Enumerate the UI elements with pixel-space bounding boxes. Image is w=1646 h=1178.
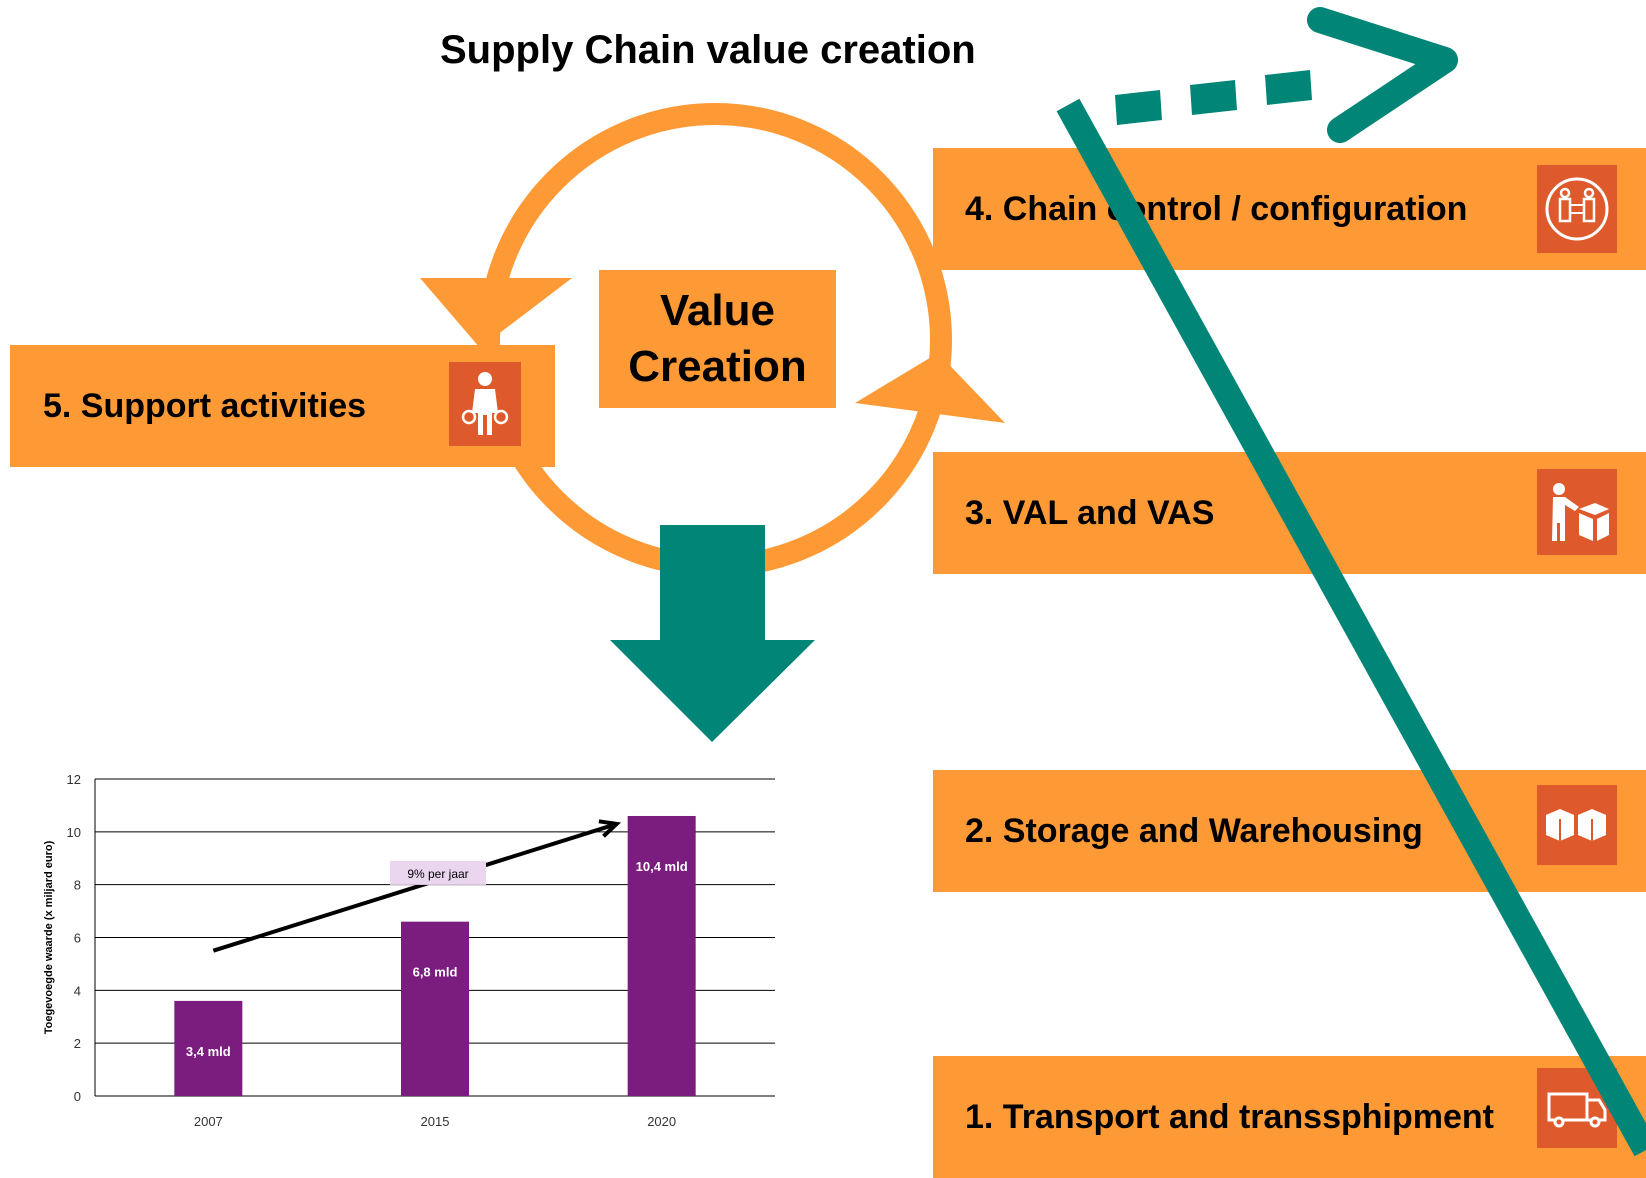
- bar-data-label: 3,4 mld: [186, 1044, 231, 1059]
- diagonal-line: [1056, 98, 1646, 1157]
- dashed-arrow-head: [1307, 7, 1458, 143]
- y-tick-label: 10: [67, 825, 81, 840]
- boxes-icon: [1537, 785, 1617, 865]
- value-creation-line2: Creation: [628, 342, 807, 391]
- dashed-arrow: [1115, 70, 1312, 125]
- y-tick-label: 2: [74, 1036, 81, 1051]
- trend-arrow-head: [598, 819, 622, 838]
- x-tick-label: 2020: [647, 1114, 676, 1129]
- annotation-label: 9% per jaar: [407, 867, 468, 881]
- cycle-arrowhead-right: [855, 353, 1005, 423]
- step-4-label: 4. Chain control / configuration: [965, 189, 1468, 228]
- bar: [401, 921, 469, 1096]
- bar-data-label: 10,4 mld: [636, 859, 688, 874]
- step-1-box: 1. Transport and transsphipment: [933, 1056, 1646, 1178]
- bar-data-label: 6,8 mld: [413, 965, 458, 980]
- step-3-label: 3. VAL and VAS: [965, 493, 1215, 532]
- step-5-label: 5. Support activities: [43, 386, 367, 425]
- y-tick-label: 8: [74, 878, 81, 893]
- trend-arrow-line: [212, 822, 618, 953]
- y-tick-label: 12: [67, 772, 81, 787]
- person-icon: [449, 362, 521, 446]
- step-4-box: 4. Chain control / configuration: [933, 148, 1646, 270]
- step-2-label: 2. Storage and Warehousing: [965, 811, 1423, 850]
- page-title: Supply Chain value creation: [440, 28, 976, 72]
- bar: [174, 1000, 243, 1096]
- y-tick-label: 0: [74, 1089, 81, 1104]
- cycle-arrowhead-left: [420, 278, 572, 348]
- people-exchange-icon: [1537, 165, 1617, 253]
- x-tick-label: 2007: [194, 1114, 223, 1129]
- y-axis-label: Toegevoegde waarde (x miljard euro): [43, 840, 55, 1034]
- x-tick-label: 2015: [421, 1114, 450, 1129]
- annotation-box: [390, 860, 486, 885]
- step-2-box: 2. Storage and Warehousing: [933, 770, 1646, 892]
- down-arrow: [610, 525, 815, 742]
- packing-person-icon: [1537, 469, 1617, 555]
- value-creation-line1: Value: [660, 286, 775, 335]
- bar: [627, 815, 696, 1096]
- step-1-label: 1. Transport and transsphipment: [965, 1097, 1494, 1136]
- y-tick-label: 6: [74, 931, 81, 946]
- value-creation-box: Value Creation: [599, 270, 836, 408]
- y-tick-label: 4: [74, 983, 81, 998]
